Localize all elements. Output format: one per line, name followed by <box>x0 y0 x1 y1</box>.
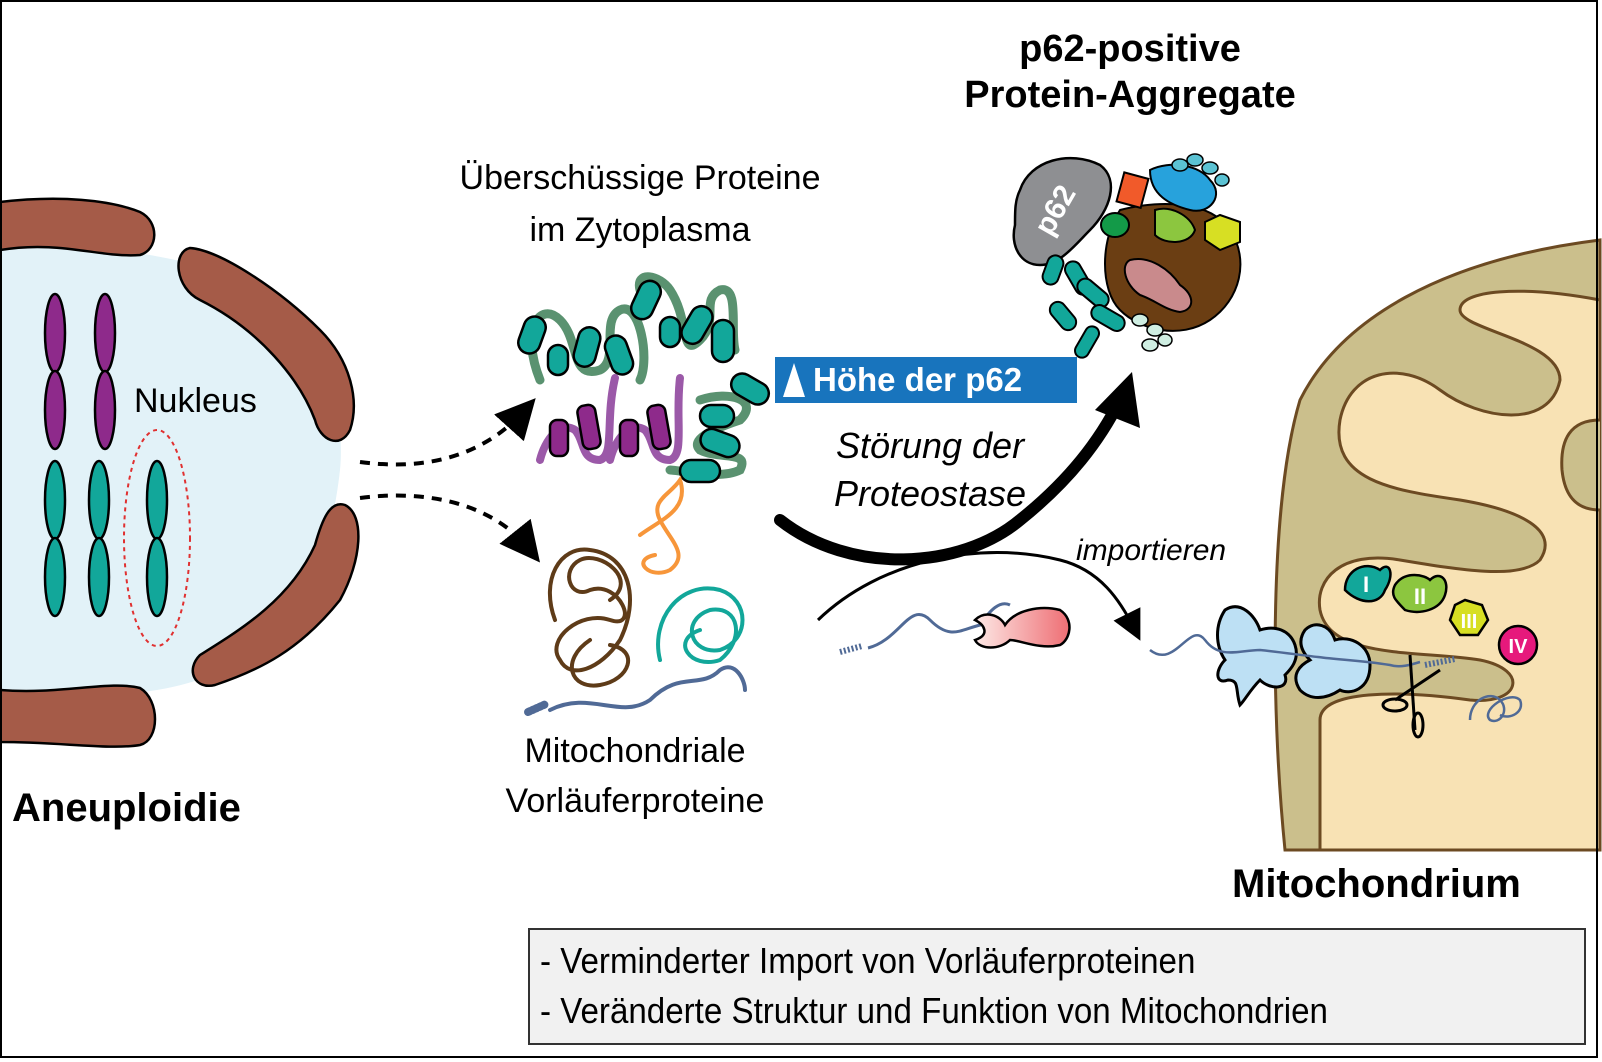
aggregate-title: p62-positive Protein-Aggregate <box>905 26 1355 118</box>
tim-complex <box>1294 623 1372 699</box>
protein-domain <box>517 315 547 355</box>
protein-domain <box>603 334 635 376</box>
aggregate-darkgreen <box>1100 212 1130 238</box>
aggregate-orange-block <box>1115 171 1150 210</box>
aggregate-beads <box>1171 153 1230 187</box>
aneuploidy-label: Aneuploidie <box>12 786 241 830</box>
mito-precursors-line-2: Vorläuferproteine <box>505 782 765 820</box>
respiratory-chain: I II III IV <box>1343 564 1539 666</box>
protein-domain <box>710 318 736 364</box>
chromosome-teal-extra <box>145 536 169 618</box>
dashed-arrow-to-cytoplasm <box>359 398 536 467</box>
dashed-arrow-to-precursors <box>359 493 541 563</box>
protein-domain <box>629 279 663 321</box>
tangle-orange <box>638 475 684 575</box>
p62-aggregate: p62 <box>1012 153 1242 359</box>
excess-proteins-cluster <box>517 272 771 484</box>
protein-domain <box>680 304 714 346</box>
protein-domain <box>546 343 570 377</box>
precursor-chain <box>867 602 1011 650</box>
big-arrowhead <box>1095 372 1140 428</box>
import-label: importieren <box>1076 534 1227 567</box>
chromosome-teal <box>87 536 111 618</box>
chaperone <box>972 606 1071 649</box>
summary-line-1: - Verminderter Import von Vorläuferprote… <box>540 940 1196 981</box>
precursor-chain-blue <box>548 665 747 712</box>
precursor-tangles <box>524 475 747 716</box>
nucleoplasm <box>0 246 341 696</box>
aggregate-yellow-hex <box>1204 213 1241 252</box>
nuclear-envelope-top-right <box>177 246 355 442</box>
aggregate-lightgreen <box>1154 207 1197 243</box>
summary-line-2: - Veränderte Struktur und Funktion von M… <box>540 990 1328 1031</box>
protein-domain <box>658 315 682 349</box>
protein-domain <box>572 326 602 368</box>
big-arrow-to-aggregates <box>774 394 1126 566</box>
aggregate-title-line-1: p62-positive <box>1019 28 1241 70</box>
nuclear-envelope-top-left <box>0 197 156 257</box>
chromosome-purple <box>93 369 117 451</box>
protein-domain <box>699 427 741 459</box>
protein-domain-purple <box>646 403 672 451</box>
excess-proteins-line-1: Überschüssige Proteine <box>459 159 821 197</box>
mitochondrion: I II III IV <box>1149 238 1602 852</box>
scissors-icon <box>1381 654 1441 739</box>
complex-III-label: III <box>1461 611 1478 633</box>
proteostasis-label: Störung der Proteostase <box>790 422 1070 518</box>
protein-domain <box>698 403 736 429</box>
nucleus <box>0 197 360 748</box>
complex-II <box>1391 573 1448 614</box>
proteostasis-line-2: Proteostase <box>833 473 1027 514</box>
complex-I <box>1343 564 1392 603</box>
mitochondrion-label: Mitochondrium <box>1232 862 1521 906</box>
mito-precursors-line-1: Mitochondriale <box>524 732 746 770</box>
nuclear-envelope-bottom-right <box>191 503 360 688</box>
aggregate-title-line-2: Protein-Aggregate <box>964 74 1296 116</box>
import-arrow <box>816 551 1141 641</box>
complex-III <box>1448 598 1490 637</box>
tangle-brown <box>548 547 632 688</box>
p62-level-badge: Höhe der p62 <box>775 357 1077 403</box>
protein-domain-purple <box>548 418 570 458</box>
summary-box: - Verminderter Import von Vorläuferprote… <box>528 928 1586 1045</box>
up-triangle-icon <box>783 363 805 397</box>
tangle-teal <box>656 586 745 664</box>
tom-complex <box>1216 605 1298 708</box>
precursor-through-pore <box>1149 633 1421 668</box>
proteostasis-line-1: Störung der <box>835 425 1025 466</box>
aggregate-pink <box>1123 258 1193 314</box>
mito-crista <box>1560 418 1601 512</box>
excess-proteins-line-2: im Zytoplasma <box>529 211 751 249</box>
chromosome-purple <box>43 369 67 451</box>
complex-II-label: II <box>1414 584 1426 609</box>
protein-domain <box>729 372 771 406</box>
complex-IV <box>1497 624 1539 666</box>
p62-level-text: Höhe der p62 <box>813 361 1023 398</box>
import-complexes <box>1216 605 1372 708</box>
nuclear-envelope-bottom-left <box>0 684 157 748</box>
chromosomes <box>43 292 169 618</box>
excess-proteins-label: Überschüssige Proteine im Zytoplasma <box>400 152 880 256</box>
protein-domain <box>678 458 722 484</box>
complex-IV-label: IV <box>1509 636 1529 658</box>
p62-protein <box>1012 156 1113 267</box>
aneuploid-highlight-circle <box>123 429 191 647</box>
folded-protein-coil <box>1468 694 1523 723</box>
protein-domain-purple <box>618 418 640 458</box>
nucleus-label: Nukleus <box>134 382 257 420</box>
chromosome-teal <box>43 536 67 618</box>
complex-I-label: I <box>1363 572 1369 597</box>
cleaved-presequence <box>1424 656 1456 668</box>
mito-precursors-label: Mitochondriale Vorläuferproteine <box>460 726 810 826</box>
precursor-with-chaperone <box>839 602 1071 655</box>
aggregate-teal-domains <box>1041 254 1126 359</box>
protein-domain-purple <box>576 403 602 451</box>
presequence-coil <box>524 700 550 716</box>
aggregate-pale-beads <box>1131 313 1173 352</box>
